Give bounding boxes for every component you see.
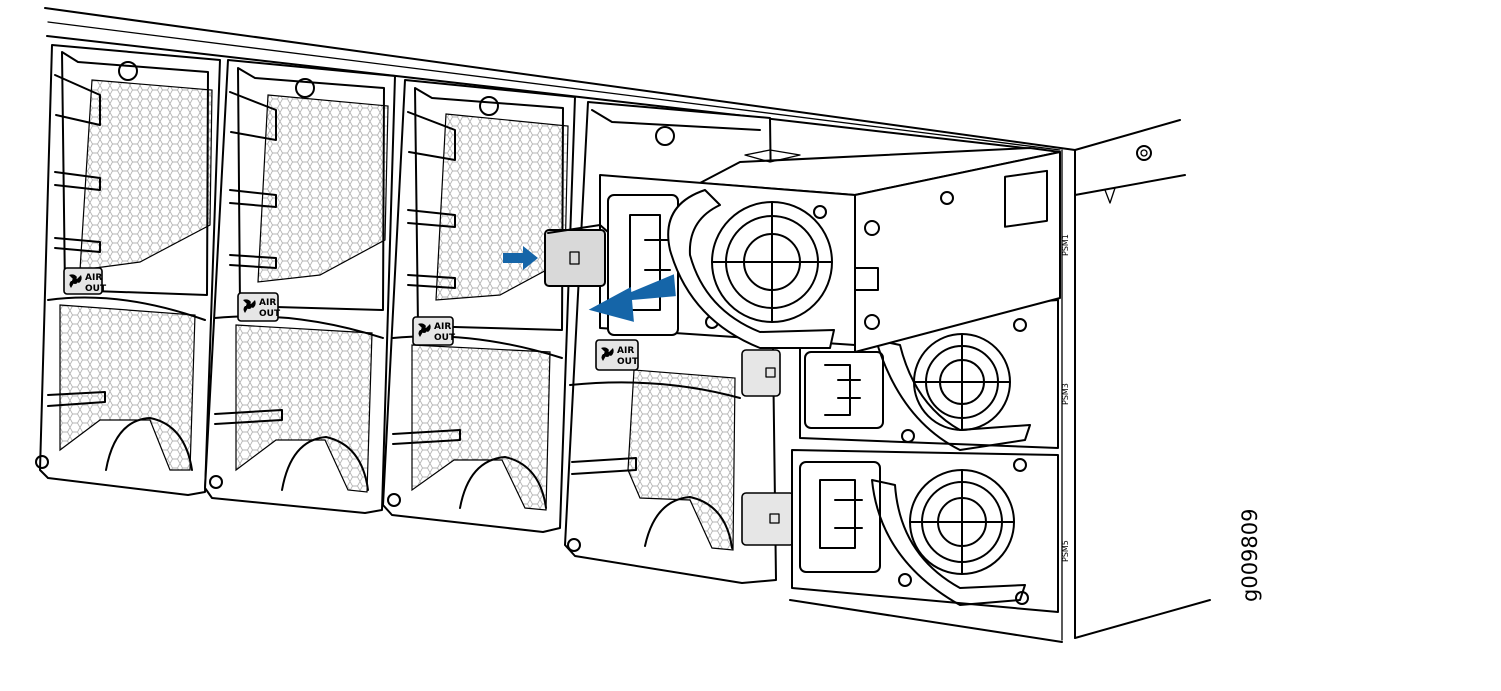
arrow-right-icon <box>503 246 538 270</box>
psm5-module <box>791 449 1059 613</box>
psm1-label: PSM1 <box>1061 234 1070 256</box>
fan-icon <box>69 274 82 288</box>
air-label-line1: AIR <box>259 298 276 308</box>
fan-tray-3 <box>382 79 576 533</box>
air-out-label-1: AIR OUT <box>69 273 107 294</box>
air-label-line2: OUT <box>259 309 281 319</box>
arrow-left-icon <box>588 274 676 322</box>
air-out-label-3: AIR OUT <box>418 322 456 343</box>
chassis-body <box>44 7 1211 643</box>
psm1-module <box>544 147 1061 353</box>
air-label-line1: AIR <box>85 273 102 283</box>
psm1-latch[interactable] <box>544 229 606 287</box>
air-label-line2: OUT <box>617 357 639 367</box>
fan-tray-2 <box>204 59 396 514</box>
air-label-line1: AIR <box>617 346 634 356</box>
fan-icon <box>601 347 614 361</box>
figure-id: g009809 <box>1238 509 1262 603</box>
psm3-label: PSM3 <box>1061 383 1070 405</box>
air-label-line1: AIR <box>434 322 451 332</box>
air-out-label-2: AIR OUT <box>243 298 281 319</box>
air-label-line2: OUT <box>434 333 456 343</box>
fan-icon <box>418 323 431 337</box>
air-out-label-4: AIR OUT <box>601 346 639 367</box>
fan-tray-1 <box>35 44 221 496</box>
fan-icon <box>243 299 256 313</box>
psm5-label: PSM5 <box>1061 540 1070 562</box>
air-label-line2: OUT <box>85 284 107 294</box>
